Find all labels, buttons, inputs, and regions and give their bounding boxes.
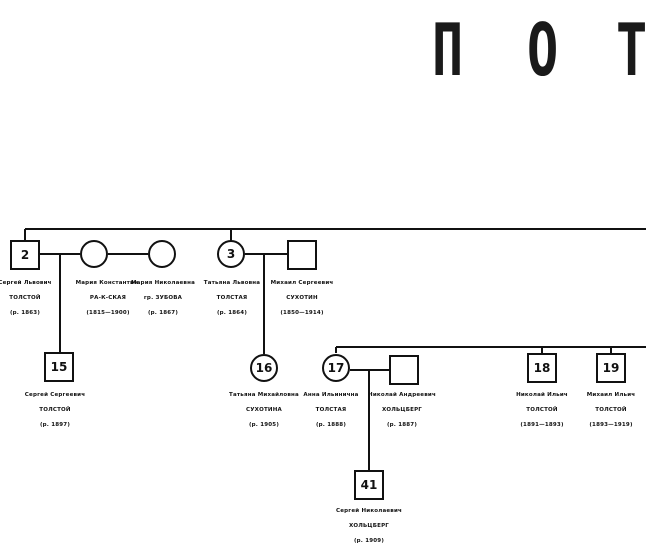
person-17-surname: ТОЛСТАЯ (315, 407, 347, 413)
spouse-h3-label: Михаил Сергеевич СУХОТИН (1850—1914) (256, 276, 348, 321)
person-15-surname: ТОЛСТОЙ (39, 407, 71, 413)
person-41-surname: ХОЛЬЦБЕРГ (348, 523, 390, 529)
person-2-square: 2 (10, 240, 40, 270)
person-15-given: Сергей Сергеевич (24, 392, 86, 398)
spouse-h17-square (389, 355, 419, 385)
spouse-w2-label: Мария Николаевна гр. ЗУБОВА (р. 1867) (117, 276, 209, 321)
spouse-w1-dates: (1815—1900) (86, 310, 130, 316)
spouse-w1-given: Мария Константин. (75, 280, 141, 286)
person-18-square: 18 (527, 353, 557, 383)
spouse-h17-surname: ХОЛЬЦБЕРГ (381, 407, 423, 413)
spouse-w2-given: Мария Николаевна (130, 280, 196, 286)
person-19-given: Михаил Ильич (586, 392, 636, 398)
person-15-square: 15 (44, 352, 74, 382)
person-2-given: Сергей Львович (0, 280, 52, 286)
person-41-label: Сергей Николаевич ХОЛЬЦБЕРГ (р. 1909) (323, 504, 415, 549)
person-19-square: 19 (596, 353, 626, 383)
spouse-w1-surname: РА-К-СКАЯ (89, 295, 127, 301)
person-18-given: Николай Ильич (516, 392, 568, 398)
spouse-h17-given: Николай Андреевич (368, 392, 436, 398)
person-3-surname: ТОЛСТАЯ (216, 295, 248, 301)
person-16-surname: СУХОТИНА (245, 407, 282, 413)
person-17-label: Анна Ильинична ТОЛСТАЯ (р. 1888) (285, 388, 377, 433)
person-19-surname: ТОЛСТОЙ (595, 407, 627, 413)
person-16-label: Татьяна Михайловна СУХОТИНА (р. 1905) (218, 388, 310, 433)
spouse-w2-surname: гр. ЗУБОВА (143, 295, 183, 301)
person-19-label: Михаил Ильич ТОЛСТОЙ (1893—1919) (565, 388, 646, 433)
person-16-given: Татьяна Михайловна (229, 392, 299, 398)
spouse-w2-circle (148, 240, 176, 268)
title-letter-2: О (527, 8, 559, 92)
person-18-surname: ТОЛСТОЙ (526, 407, 558, 413)
person-2-dates: (р. 1863) (9, 310, 41, 316)
person-3-dates: (р. 1864) (216, 310, 248, 316)
person-17-circle: 17 (322, 354, 350, 382)
person-16-circle: 16 (250, 354, 278, 382)
spouse-w1-circle (80, 240, 108, 268)
person-3-circle: 3 (217, 240, 245, 268)
person-18-label: Николай Ильич ТОЛСТОЙ (1891—1893) (496, 388, 588, 433)
spouse-w1-label: Мария Константин. РА-К-СКАЯ (1815—1900) (62, 276, 154, 321)
person-3-label: Татьяна Львовна ТОЛСТАЯ (р. 1864) (186, 276, 278, 321)
spouse-w2-dates: (р. 1867) (147, 310, 179, 316)
person-41-given: Сергей Николаевич (335, 508, 403, 514)
person-18-dates: (1891—1893) (520, 422, 564, 428)
person-41-square: 41 (354, 470, 384, 500)
person-2-label: Сергей Львович ТОЛСТОЙ (р. 1863) (0, 276, 71, 321)
person-16-dates: (р. 1905) (248, 422, 280, 428)
title-letter-3: Т (616, 8, 646, 92)
person-41-dates: (р. 1909) (353, 538, 385, 544)
spouse-h17-dates: (р. 1887) (386, 422, 418, 428)
title-letter-1: П (432, 8, 464, 92)
person-19-dates: (1893—1919) (589, 422, 633, 428)
person-17-dates: (р. 1888) (315, 422, 347, 428)
spouse-h3-surname: СУХОТИН (286, 295, 318, 301)
spouse-h3-square (287, 240, 317, 270)
person-3-given: Татьяна Львовна (203, 280, 261, 286)
person-15-label: Сергей Сергеевич ТОЛСТОЙ (р. 1897) (9, 388, 101, 433)
spouse-h3-given: Михаил Сергеевич (270, 280, 334, 286)
spouse-h3-dates: (1850—1914) (280, 310, 324, 316)
person-17-given: Анна Ильинична (303, 392, 359, 398)
spouse-h17-label: Николай Андреевич ХОЛЬЦБЕРГ (р. 1887) (356, 388, 448, 433)
person-2-surname: ТОЛСТОЙ (9, 295, 41, 301)
person-15-dates: (р. 1897) (39, 422, 71, 428)
